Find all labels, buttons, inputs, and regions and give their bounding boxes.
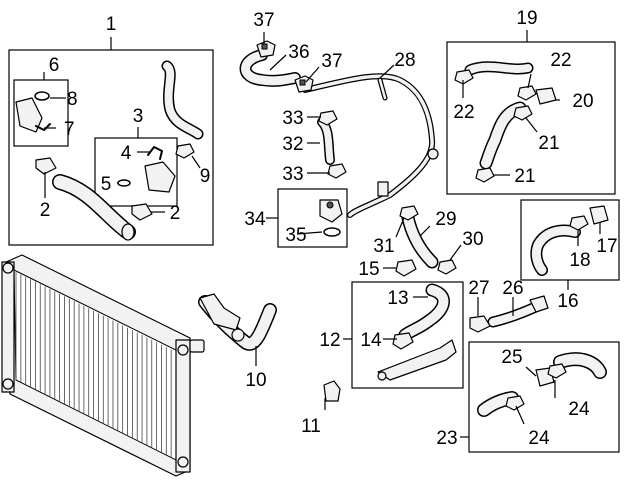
o-ring-35 xyxy=(323,227,341,237)
thermostat-housing-10 xyxy=(199,293,245,342)
hose-23-right xyxy=(553,352,607,379)
clamp-21-bottom xyxy=(475,167,495,183)
connector-17 xyxy=(589,205,609,225)
callout-18: 18 xyxy=(569,250,590,271)
callout-20: 20 xyxy=(572,91,593,112)
clamp-14 xyxy=(392,332,414,350)
clamp-33-top xyxy=(318,110,338,126)
group-box-34 xyxy=(266,188,348,248)
clamp-18 xyxy=(569,215,589,231)
callout-34: 34 xyxy=(244,209,266,230)
hose-21 xyxy=(479,101,527,170)
clamp-15 xyxy=(395,259,417,277)
callout-26: 26 xyxy=(502,278,523,299)
callout-17: 17 xyxy=(596,236,617,257)
clamp-33-bottom xyxy=(327,163,347,179)
clamp-20 xyxy=(535,87,557,105)
callout-31: 31 xyxy=(373,236,394,257)
clamp-30 xyxy=(437,259,457,275)
pipe-28 xyxy=(302,73,439,218)
clamp-2-left xyxy=(35,157,57,175)
callout-22-left: 22 xyxy=(453,102,474,123)
hose-36 xyxy=(239,49,301,87)
hose-group-1-upper xyxy=(161,60,204,140)
group-box-19 xyxy=(446,30,616,195)
group-box-6 xyxy=(13,72,69,147)
clamp-37-right xyxy=(294,75,314,93)
callout-14: 14 xyxy=(360,330,382,351)
callout-23: 23 xyxy=(436,428,457,449)
callout-19: 19 xyxy=(516,8,537,29)
callout-33-bottom: 33 xyxy=(282,164,303,185)
callout-21-top: 21 xyxy=(538,133,559,154)
hose-22 xyxy=(464,61,534,76)
callout-35: 35 xyxy=(285,225,306,246)
callout-28: 28 xyxy=(394,50,415,71)
callout-11: 11 xyxy=(301,416,321,437)
callout-32: 32 xyxy=(282,134,303,155)
group-box-1 xyxy=(8,37,214,246)
hose-29 xyxy=(401,211,439,269)
callout-8: 8 xyxy=(67,89,78,110)
flange-27 xyxy=(469,315,491,333)
callout-labels: 1 2 2 3 4 5 6 7 8 9 10 11 12 13 14 15 16… xyxy=(40,8,618,449)
callout-2-right: 2 xyxy=(170,203,181,224)
callout-29: 29 xyxy=(435,209,456,230)
callout-10: 10 xyxy=(245,370,266,391)
callout-9: 9 xyxy=(200,166,211,187)
callout-24-left: 24 xyxy=(528,428,550,449)
callout-13: 13 xyxy=(387,288,408,309)
group-box-23 xyxy=(460,341,620,453)
callout-22-right: 22 xyxy=(550,50,571,71)
callout-5: 5 xyxy=(101,174,112,195)
callout-16: 16 xyxy=(557,291,578,312)
fitting-26-end xyxy=(529,295,549,313)
callout-37-right: 37 xyxy=(321,51,342,72)
callout-7: 7 xyxy=(64,119,75,140)
leader-lines xyxy=(44,32,601,425)
callout-12: 12 xyxy=(319,330,340,351)
callout-2-left: 2 xyxy=(40,200,51,221)
callout-4: 4 xyxy=(121,143,132,164)
callout-6: 6 xyxy=(49,55,60,76)
hose-26 xyxy=(487,299,546,328)
hose-connector-8-7 xyxy=(15,91,51,133)
water-pump-part-3 xyxy=(117,146,176,193)
clamp-37-top xyxy=(256,40,276,58)
callout-36: 36 xyxy=(288,42,309,63)
callout-24-right: 24 xyxy=(568,399,590,420)
clamp-21-top xyxy=(513,105,533,121)
clamp-2-right xyxy=(131,203,153,221)
sensor-11 xyxy=(323,380,341,402)
clamp-22-left xyxy=(454,69,474,85)
callout-21-bottom: 21 xyxy=(514,166,535,187)
radiator xyxy=(1,254,205,477)
hose-13 xyxy=(398,283,450,342)
group-box-12 xyxy=(343,281,464,389)
group-box-16 xyxy=(520,199,620,290)
fitting-34 xyxy=(319,199,343,223)
callout-1: 1 xyxy=(106,14,117,35)
clamp-9 xyxy=(175,143,195,159)
hose-group-1-main xyxy=(52,174,136,241)
callout-3: 3 xyxy=(133,106,144,127)
hose-16 xyxy=(530,224,581,276)
callout-30: 30 xyxy=(462,229,483,250)
callout-37-top: 37 xyxy=(253,10,274,31)
clamp-22-right xyxy=(517,85,537,101)
hose-32 xyxy=(317,117,335,165)
clamp-24-left xyxy=(505,395,525,411)
callout-27: 27 xyxy=(468,278,489,299)
clamp-31 xyxy=(399,205,419,221)
callout-15: 15 xyxy=(358,259,379,280)
clamp-24-right xyxy=(547,363,567,379)
callout-25: 25 xyxy=(501,347,522,368)
pipe-12 xyxy=(377,339,457,381)
callout-33-top: 33 xyxy=(282,108,303,129)
